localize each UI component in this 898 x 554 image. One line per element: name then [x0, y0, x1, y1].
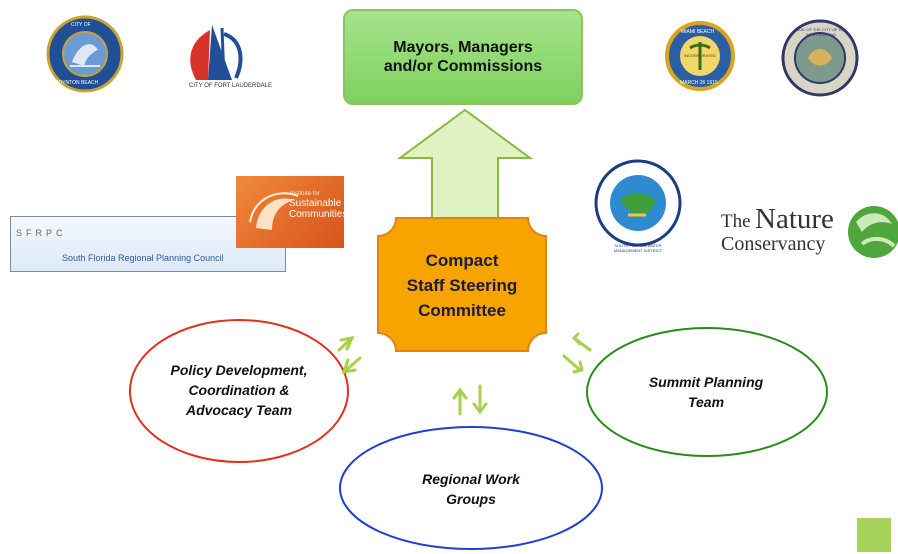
- miami-beach-bottom: MARCH 26 1915: [680, 80, 718, 86]
- sfrpc-abbreviation: SFRPC: [16, 228, 67, 238]
- summit-team-node: Summit Planning Team: [586, 328, 826, 456]
- steering-committee-box: Compact Staff Steering Committee: [378, 220, 546, 350]
- isc-swirl-icon: [249, 192, 299, 230]
- arrow-pair-left: [337, 336, 362, 374]
- regional-ellipse: [339, 426, 603, 550]
- boynton-arc-top: CITY OF: [71, 22, 91, 28]
- arrow-pair-right: [562, 332, 592, 374]
- tnc-the: The: [721, 211, 751, 232]
- policy-ellipse: [129, 319, 349, 463]
- center-line-2: Staff Steering: [406, 275, 518, 295]
- sfwmd-caption: SOUTH FLORIDA WATER MANAGEMENT DISTRICT: [613, 243, 663, 253]
- mayors-box: Mayors, Managers and/or Commissions: [343, 9, 583, 105]
- isc-line2: Sustainable Communities: [289, 198, 347, 220]
- key-west-caption: SEAL OF THE CITY OF KEY WEST FLORIDA: [795, 27, 847, 37]
- arrow-pair-bottom: [452, 384, 488, 416]
- corner-square: [857, 518, 891, 552]
- fort-lauderdale-caption: CITY OF FORT LAUDERDALE: [189, 83, 273, 89]
- isc-line3-text: Communities: [289, 209, 348, 220]
- boynton-beach-seal: [46, 15, 124, 93]
- miami-beach-middle: INCORPORATED: [684, 53, 716, 58]
- summit-ellipse: [586, 327, 828, 457]
- nature-conservancy-globe: [848, 206, 898, 258]
- key-west-seal: [781, 19, 859, 97]
- isc-line2-text: Sustainable: [289, 198, 342, 209]
- policy-team-node: Policy Development, Coordination & Advoc…: [130, 318, 348, 462]
- regional-groups-node: Regional Work Groups: [340, 428, 602, 550]
- tnc-conservancy: Conservancy: [721, 233, 826, 255]
- center-line-1: Compact: [425, 250, 499, 270]
- tnc-nature: Nature: [755, 203, 834, 235]
- sfrpc-name: South Florida Regional Planning Council: [62, 253, 224, 263]
- isc-logo: [236, 176, 344, 248]
- isc-line1: Institute for: [290, 191, 320, 197]
- mayors-box-label: Mayors, Managers and/or Commissions: [383, 39, 543, 75]
- policy-team-label: Policy Development, Coordination & Advoc…: [170, 362, 308, 418]
- fort-lauderdale-logo: [190, 25, 243, 81]
- miami-beach-seal: [665, 21, 735, 91]
- center-line-3: Committee: [418, 300, 506, 320]
- summit-team-label: Summit Planning Team: [648, 374, 764, 410]
- boynton-arc-bottom: BOYNTON BEACH: [55, 80, 99, 86]
- sfwmd-seal: [594, 159, 682, 247]
- up-arrow: [396, 108, 534, 219]
- regional-groups-label: Regional Work Groups: [422, 471, 520, 507]
- center-box-shape: [377, 217, 547, 352]
- miami-beach-top: MIAMI BEACH: [681, 29, 715, 35]
